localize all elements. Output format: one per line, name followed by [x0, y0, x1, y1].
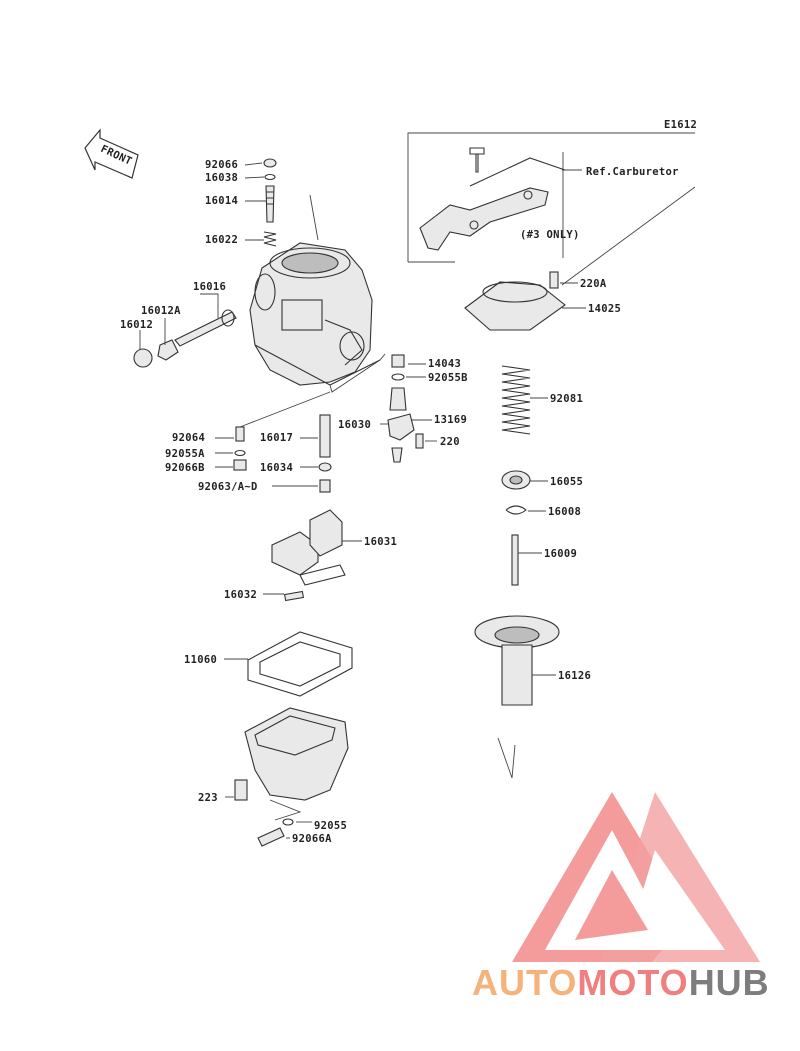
jet-92063-icon — [319, 479, 331, 493]
needle-valve-icon — [391, 447, 403, 463]
diagram-code: E1612 — [664, 119, 697, 131]
pin-16032-icon — [283, 590, 305, 602]
ref-carburetor-label: Ref.Carburetor — [586, 166, 679, 178]
washer-16034-icon — [318, 462, 332, 472]
label-92064: 92064 — [172, 432, 205, 444]
holder-13169-icon — [387, 413, 415, 441]
cap-92066-icon — [263, 158, 277, 168]
label-16008: 16008 — [548, 506, 581, 518]
front-arrow-icon: FRONT — [84, 128, 139, 179]
clip-16008-icon — [505, 505, 527, 515]
label-16012: 16012 — [120, 319, 153, 331]
nut-16012A-icon — [157, 339, 179, 361]
label-92066A: 92066A — [292, 833, 332, 845]
label-16009: 16009 — [544, 548, 577, 560]
label-16126: 16126 — [558, 670, 591, 682]
diaphragm-16126-icon — [474, 615, 560, 706]
plug-92066A-icon — [257, 827, 285, 847]
automotohub-logo — [512, 792, 760, 962]
label-16031: 16031 — [364, 536, 397, 548]
label-16022: 16022 — [205, 234, 238, 246]
label-223: 223 — [198, 792, 218, 804]
screw-223-icon — [234, 779, 248, 801]
label-16014: 16014 — [205, 195, 238, 207]
oring-92055-icon — [282, 818, 294, 826]
plug-92066B-icon — [233, 459, 247, 471]
screw-220A-icon — [549, 271, 559, 289]
needle-16009-icon — [511, 534, 519, 586]
label-16034: 16034 — [260, 462, 293, 474]
label-16038: 16038 — [205, 172, 238, 184]
carburetor-body-icon — [249, 194, 386, 393]
label-16030: 16030 — [338, 419, 371, 431]
screw-16016-icon — [174, 309, 237, 347]
note-label: (#3 ONLY) — [520, 229, 580, 241]
watermark-moto: MOTO — [577, 962, 688, 1003]
tube-16017-icon — [319, 414, 331, 458]
label-92055A: 92055A — [165, 448, 205, 460]
label-92066: 92066 — [205, 159, 238, 171]
float-16031-icon — [271, 509, 346, 586]
spring-16022-icon — [263, 231, 277, 247]
label-11060: 11060 — [184, 654, 217, 666]
label-16017: 16017 — [260, 432, 293, 444]
gasket-11060-icon — [247, 631, 353, 697]
needle-16014-icon — [265, 185, 275, 223]
oring-92055A-icon — [234, 449, 246, 457]
label-220A: 220A — [580, 278, 607, 290]
cover-14025-icon — [464, 281, 566, 331]
nut-16012-icon — [133, 348, 153, 368]
oring-92055B-icon — [391, 373, 405, 381]
retainer-16055-icon — [501, 470, 531, 490]
seat-16030-icon — [389, 387, 407, 411]
label-16016: 16016 — [193, 281, 226, 293]
part-labels: 92066 16038 16014 16022 16016 16012A 160… — [120, 159, 621, 845]
screw-220-icon — [415, 433, 424, 449]
label-16032: 16032 — [224, 589, 257, 601]
watermark-auto: AUTO — [472, 962, 577, 1003]
valve-14043-icon — [391, 354, 405, 368]
spring-92081-icon — [501, 365, 531, 435]
label-220: 220 — [440, 436, 460, 448]
label-14025: 14025 — [588, 303, 621, 315]
watermark-text: AUTOMOTOHUB — [472, 962, 770, 1003]
label-92055B: 92055B — [428, 372, 468, 384]
label-92055: 92055 — [314, 820, 347, 832]
leader-lines — [139, 162, 586, 839]
label-16012A: 16012A — [141, 305, 181, 317]
label-13169: 13169 — [434, 414, 467, 426]
oring-16038-icon — [264, 173, 276, 181]
jet-92064-icon — [235, 426, 245, 442]
label-16055: 16055 — [550, 476, 583, 488]
watermark-hub: HUB — [689, 962, 770, 1003]
label-92066B: 92066B — [165, 462, 205, 474]
float-bowl-icon — [244, 707, 349, 821]
bracket-icon — [419, 147, 566, 251]
label-14043: 14043 — [428, 358, 461, 370]
label-92081: 92081 — [550, 393, 583, 405]
label-92063: 92063/A~D — [198, 481, 258, 493]
